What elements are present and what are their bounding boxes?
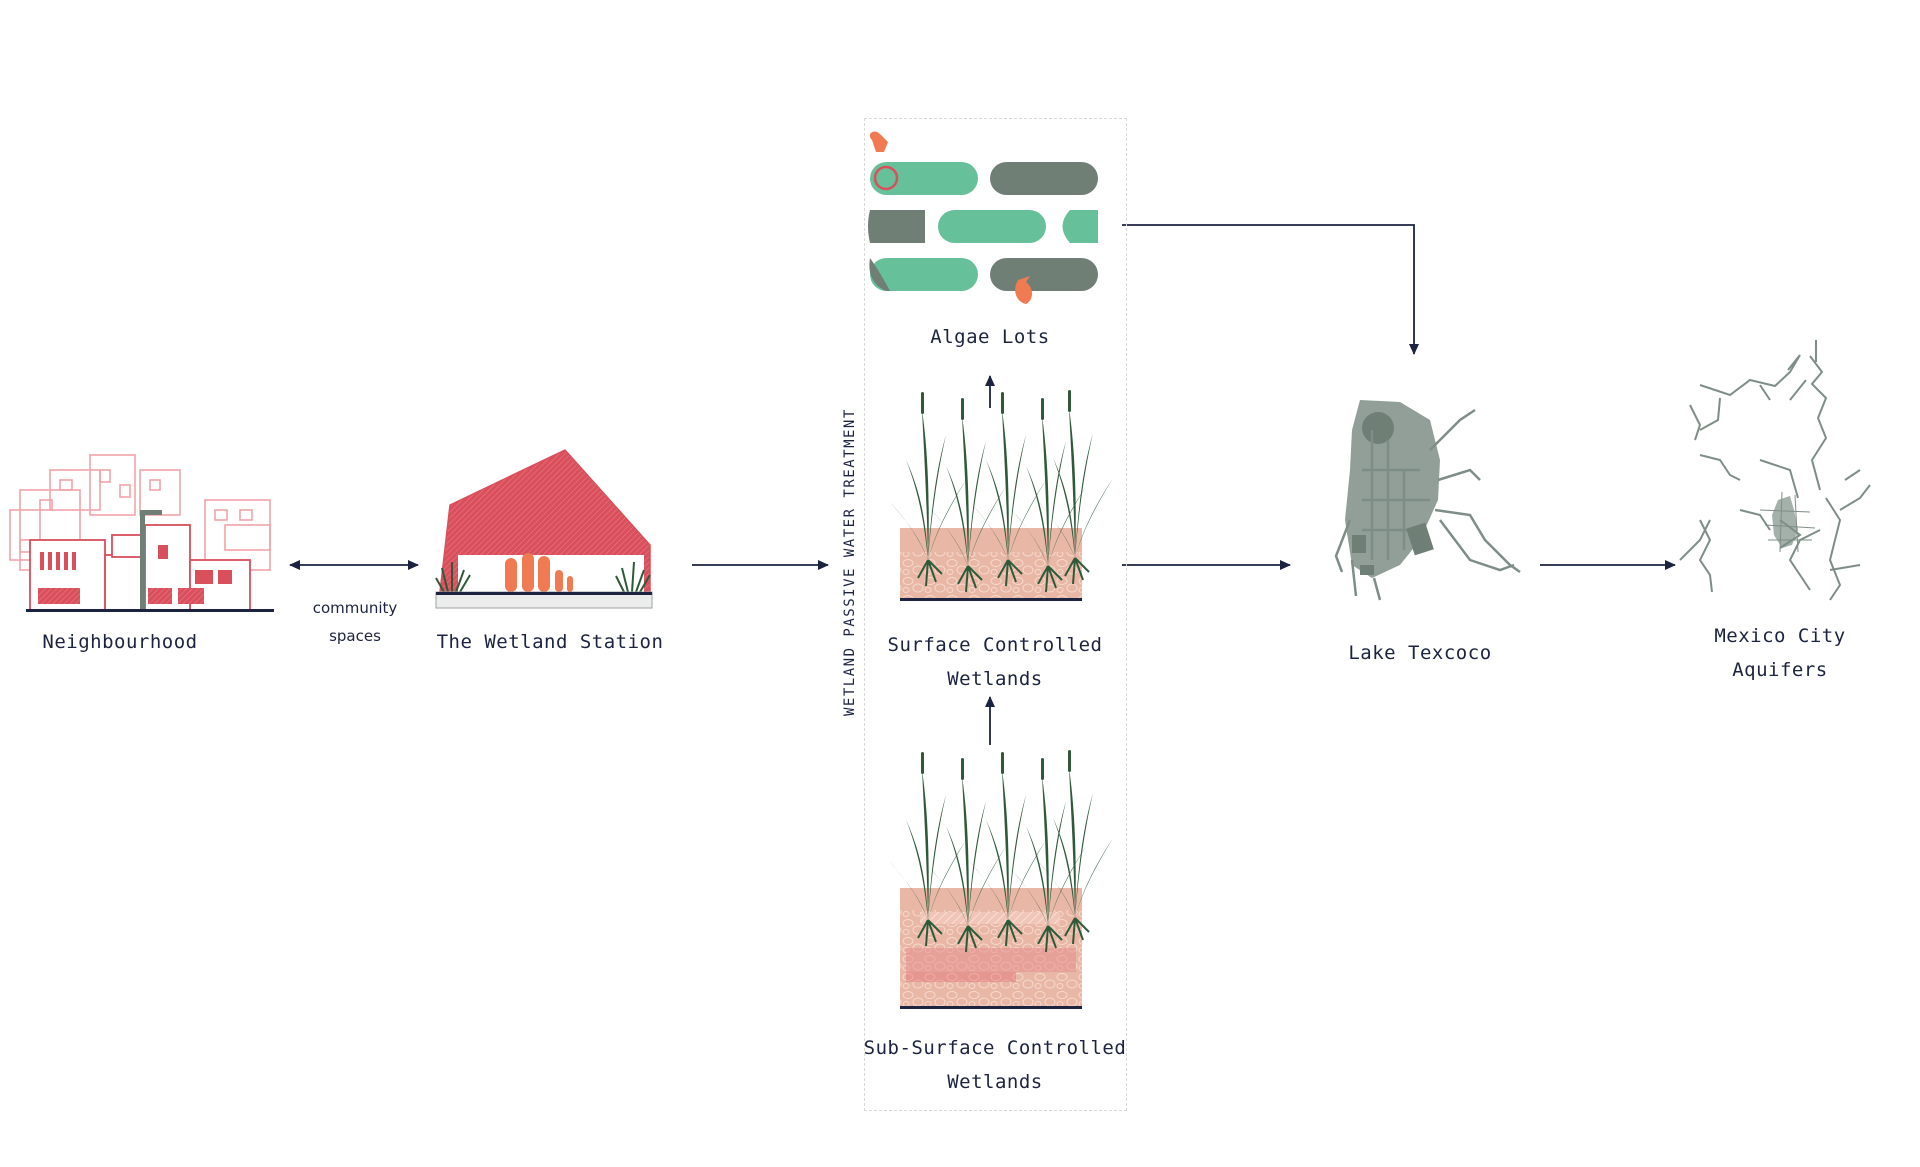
passive-treatment-label: WETLAND PASSIVE WATER TREATMENT: [842, 408, 858, 716]
wetland-station-label: The Wetland Station: [436, 631, 664, 653]
algae-to-lake-arrow: [1122, 224, 1419, 355]
neighbourhood-label: Neighbourhood: [42, 631, 198, 653]
algae-lots-illustration: [868, 131, 1098, 304]
surface-wetlands-illustration: [887, 389, 1114, 601]
community-spaces-label: community spaces: [312, 599, 398, 645]
neighbourhood-illustration: [9, 454, 274, 612]
aquifers-map: [1679, 340, 1871, 601]
lake-texcoco-map: [1334, 400, 1521, 601]
subsurface-wetlands-illustration: [887, 749, 1114, 1009]
wetland-station-illustration: [435, 449, 653, 609]
algae-lots-label: Algae Lots: [930, 326, 1050, 348]
lake-texcoco-label: Lake Texcoco: [1348, 642, 1492, 664]
mexico-aquifers-label: Mexico City Aquifers: [1714, 625, 1846, 681]
aquifers-city-cluster: [1759, 491, 1816, 553]
subsurface-wetlands-label: Sub-Surface Controlled Wetlands: [863, 1037, 1127, 1093]
surface-wetlands-label: Surface Controlled Wetlands: [887, 634, 1103, 690]
passive-treatment-panel: [864, 118, 1127, 1111]
